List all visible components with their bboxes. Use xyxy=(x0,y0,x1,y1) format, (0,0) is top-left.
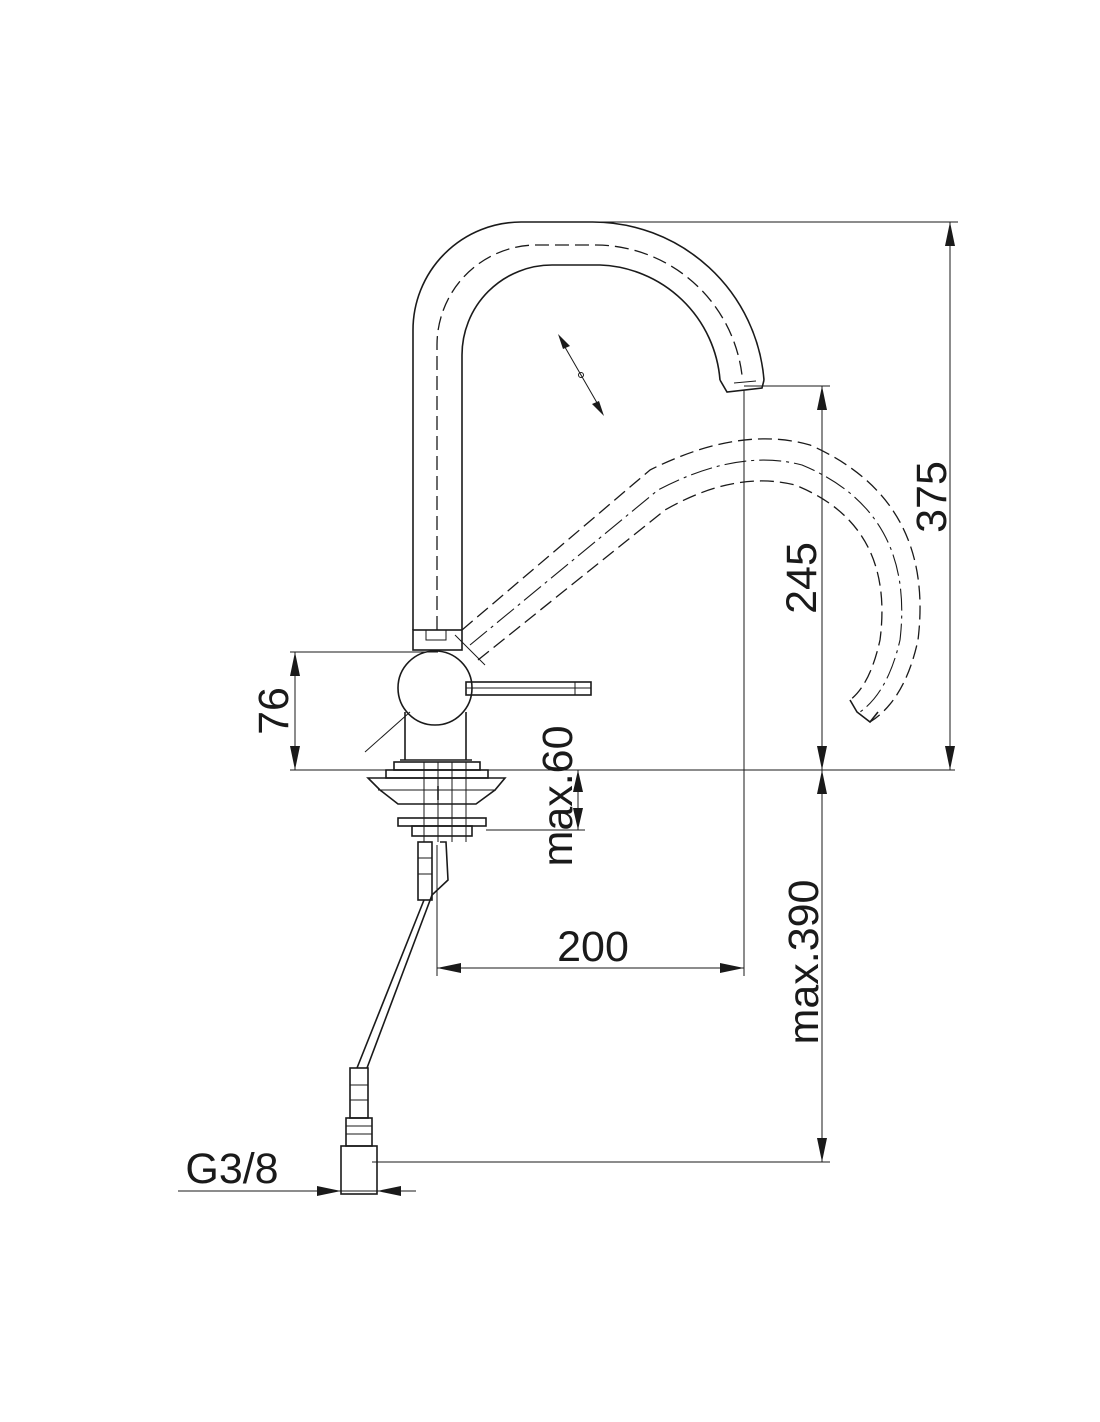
lever-handle xyxy=(465,681,592,696)
label-max390: max.390 xyxy=(780,880,828,1045)
dimension-76 xyxy=(290,651,438,770)
dimension-200 xyxy=(436,390,745,976)
spout-swivel-position xyxy=(454,438,921,724)
dimension-g38 xyxy=(178,1186,416,1196)
supply-hose xyxy=(340,841,449,1195)
rotation-arrow xyxy=(558,334,604,416)
dimension-375 xyxy=(590,221,958,770)
label-g38: G3/8 xyxy=(185,1145,278,1193)
label-max60: max.60 xyxy=(534,725,582,866)
mixer-body xyxy=(364,629,473,761)
spout xyxy=(412,221,765,630)
label-245: 245 xyxy=(778,542,826,614)
dimension-max390 xyxy=(372,770,830,1163)
label-76: 76 xyxy=(250,687,298,735)
label-375: 375 xyxy=(908,461,956,533)
dimension-max60 xyxy=(486,770,585,831)
label-200: 200 xyxy=(557,923,629,971)
deck-mounting xyxy=(366,761,507,842)
dimension-245 xyxy=(744,385,830,770)
